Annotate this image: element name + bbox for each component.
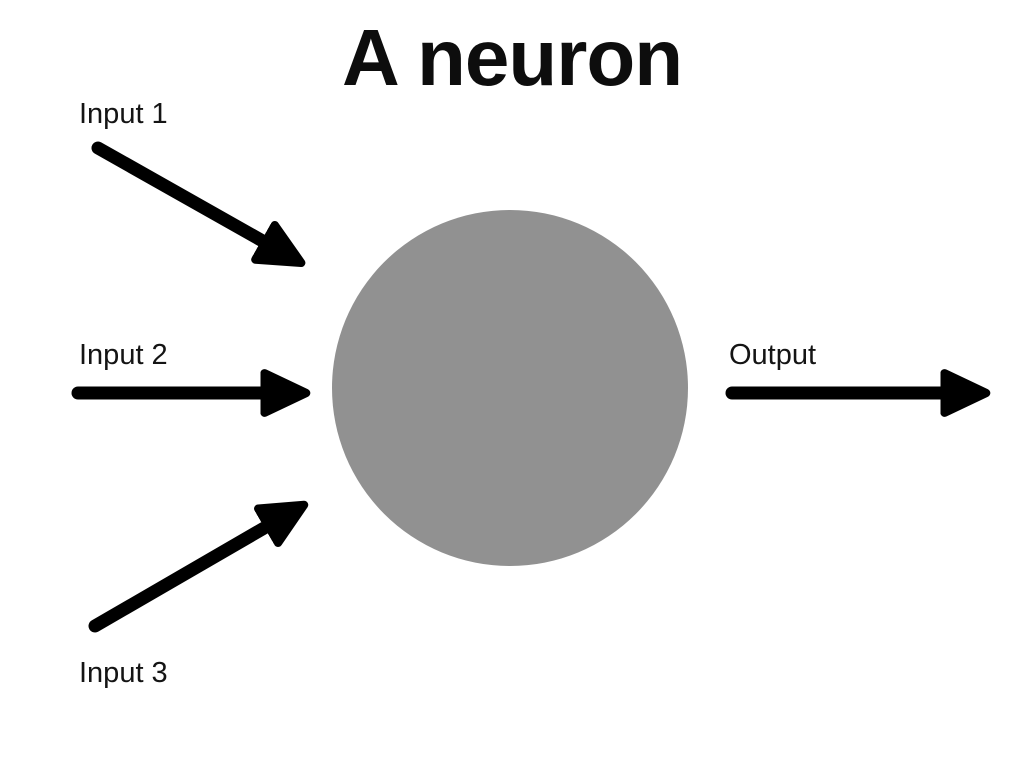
input-2-label: Input 2 — [79, 339, 168, 371]
input-1-label: Input 1 — [79, 98, 168, 130]
neuron-node — [332, 210, 688, 566]
input-3-label: Input 3 — [79, 657, 168, 689]
diagram-title: A neuron — [341, 13, 683, 102]
output-label: Output — [729, 339, 817, 371]
input-3-arrow — [88, 500, 309, 633]
input-1-arrow — [91, 141, 306, 267]
